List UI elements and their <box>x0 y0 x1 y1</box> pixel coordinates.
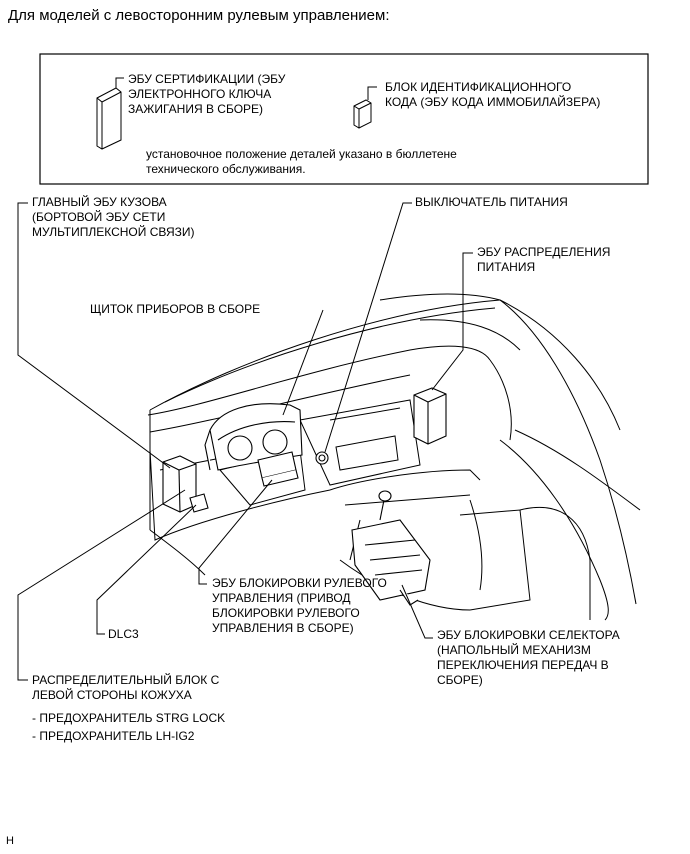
label-line: БЛОКИРОВКИ РУЛЕВОГО <box>212 606 360 620</box>
instrument-cluster <box>204 403 303 471</box>
instrument-panel-label: ЩИТОК ПРИБОРОВ В СБОРЕ <box>90 302 261 316</box>
footer-code: H <box>6 835 14 847</box>
power-distribution-ecu-part <box>413 387 447 445</box>
power-switch-label: ВЫКЛЮЧАТЕЛЬ ПИТАНИЯ <box>415 195 568 209</box>
dashboard-line-art <box>147 293 641 621</box>
fuse-lh-ig2-label: - ПРЕДОХРАНИТЕЛЬ LH-IG2 <box>32 729 195 743</box>
main-body-ecu-label: ГЛАВНЫЙ ЭБУ КУЗОВА (БОРТОВОЙ ЭБУ СЕТИ МУ… <box>32 195 195 240</box>
id-code-block-icon <box>353 86 377 129</box>
label-line: ЭБУ РАСПРЕДЕЛЕНИЯ <box>477 245 611 259</box>
label-line: ЭБУ БЛОКИРОВКИ РУЛЕВОГО <box>212 576 387 590</box>
label-line: (НАПОЛЬНЫЙ МЕХАНИЗМ <box>437 643 591 657</box>
label-line: РАСПРЕДЕЛИТЕЛЬНЫЙ БЛОК С <box>32 673 220 687</box>
label-line: МУЛЬТИПЛЕКСНОЙ СВЯЗИ) <box>32 225 195 239</box>
ecu-certification-label: ЭБУ СЕРТИФИКАЦИИ (ЭБУ ЭЛЕКТРОННОГО КЛЮЧА… <box>128 72 285 117</box>
label-line: ЭБУ СЕРТИФИКАЦИИ (ЭБУ <box>128 72 286 86</box>
power-distribution-ecu-label: ЭБУ РАСПРЕДЕЛЕНИЯ ПИТАНИЯ <box>477 245 610 275</box>
power-switch-part <box>315 451 329 465</box>
label-line: УПРАВЛЕНИЯ (ПРИВОД <box>212 591 351 605</box>
steering-lock-ecu-part <box>257 451 299 487</box>
label-line: ЭЛЕКТРОННОГО КЛЮЧА <box>128 87 272 101</box>
label-line: (БОРТОВОЙ ЭБУ СЕТИ <box>32 210 166 224</box>
label-line: ЗАЖИГАНИЯ В СБОРЕ) <box>128 102 264 116</box>
dlc3-connector-part <box>189 493 209 513</box>
label-line: БЛОК ИДЕНТИФИКАЦИОННОГО <box>385 80 572 94</box>
junction-block-label: РАСПРЕДЕЛИТЕЛЬНЫЙ БЛОК С ЛЕВОЙ СТОРОНЫ К… <box>32 673 219 703</box>
label-line: УПРАВЛЕНИЯ В СБОРЕ) <box>212 621 354 635</box>
note-line: технического обслуживания. <box>146 162 306 176</box>
page-heading: Для моделей с левосторонним рулевым упра… <box>8 7 390 24</box>
id-code-block-label: БЛОК ИДЕНТИФИКАЦИОННОГО КОДА (ЭБУ КОДА И… <box>385 80 600 110</box>
leader-lines <box>17 202 473 681</box>
label-line: СБОРЕ) <box>437 673 483 687</box>
fuse-strg-lock-label: - ПРЕДОХРАНИТЕЛЬ STRG LOCK <box>32 711 226 725</box>
label-line: ГЛАВНЫЙ ЭБУ КУЗОВА <box>32 195 167 209</box>
label-line: ЛЕВОЙ СТОРОНЫ КОЖУХА <box>32 688 192 702</box>
shift-lock-ecu-label: ЭБУ БЛОКИРОВКИ СЕЛЕКТОРА (НАПОЛЬНЫЙ МЕХА… <box>437 628 620 688</box>
steering-lock-ecu-label: ЭБУ БЛОКИРОВКИ РУЛЕВОГО УПРАВЛЕНИЯ (ПРИВ… <box>212 576 387 636</box>
shift-lever-assembly-part <box>351 490 431 606</box>
dlc3-label: DLC3 <box>108 627 139 641</box>
label-line: ПИТАНИЯ <box>477 260 536 274</box>
ecu-certification-icon <box>96 77 124 150</box>
legend-box <box>39 53 649 185</box>
legend-note: установочное положение деталей указано в… <box>146 147 457 177</box>
note-line: установочное положение деталей указано в… <box>146 147 457 161</box>
label-line: КОДА (ЭБУ КОДА ИММОБИЛАЙЗЕРА) <box>385 95 601 109</box>
label-line: ЭБУ БЛОКИРОВКИ СЕЛЕКТОРА <box>437 628 620 642</box>
label-line: ПЕРЕКЛЮЧЕНИЯ ПЕРЕДАЧ В <box>437 658 609 672</box>
